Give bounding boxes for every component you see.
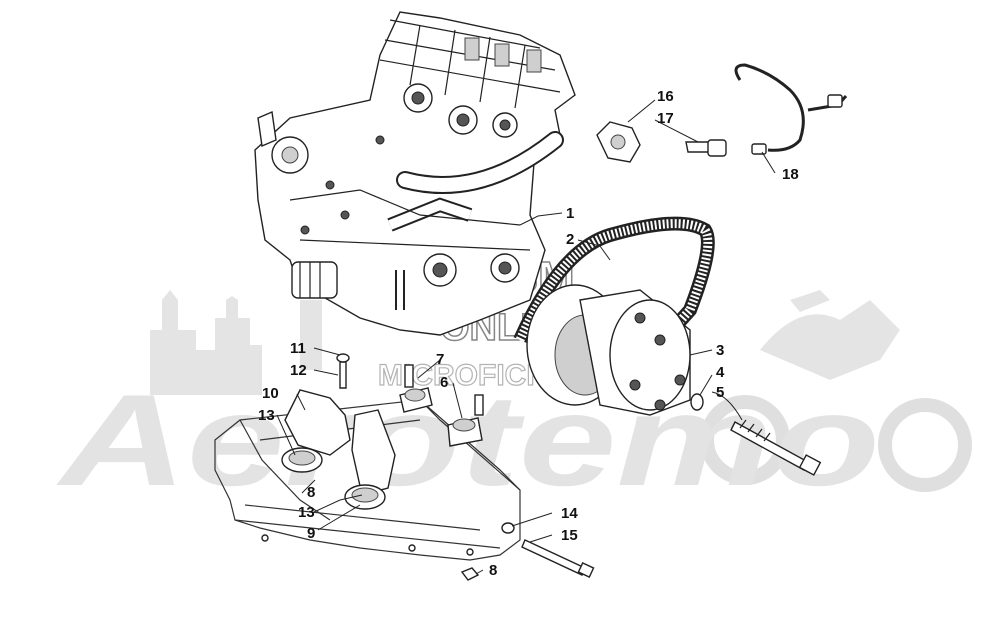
callout-13-lower[interactable]: 13 <box>298 504 315 521</box>
callout-10[interactable]: 10 <box>262 385 279 402</box>
callout-8-upper[interactable]: 8 <box>307 484 315 501</box>
chassis-frame <box>214 399 521 561</box>
callout-18[interactable]: 18 <box>782 166 799 183</box>
callout-9[interactable]: 9 <box>307 525 315 542</box>
drive-clutch-assembly <box>513 216 715 416</box>
callout-11[interactable]: 11 <box>290 340 306 357</box>
oil-filter <box>291 261 338 299</box>
callout-2[interactable]: 2 <box>566 231 574 248</box>
callout-3[interactable]: 3 <box>716 342 724 359</box>
callout-14[interactable]: 14 <box>561 505 578 522</box>
callout-1[interactable]: 1 <box>566 205 574 222</box>
leader-lines <box>276 99 776 575</box>
callout-8-lower[interactable]: 8 <box>489 562 497 579</box>
temp-sensor-assembly <box>596 63 848 163</box>
callout-15[interactable]: 15 <box>561 527 578 544</box>
clutch-bolt <box>690 393 822 476</box>
callout-16[interactable]: 16 <box>657 88 674 105</box>
engine-assembly <box>254 11 576 336</box>
callout-13-upper[interactable]: 13 <box>258 407 275 424</box>
callout-6[interactable]: 6 <box>440 374 448 391</box>
callout-12[interactable]: 12 <box>290 362 307 379</box>
watermark-skyline <box>150 290 262 395</box>
callout-4[interactable]: 4 <box>716 364 725 381</box>
callout-5[interactable]: 5 <box>716 384 724 401</box>
engine-mounts <box>281 353 595 581</box>
callout-7[interactable]: 7 <box>436 351 444 368</box>
callout-17[interactable]: 17 <box>657 110 674 127</box>
watermark-motorcycle <box>700 395 972 492</box>
callouts: 1 2 3 4 5 6 7 8 8 9 10 11 12 13 13 14 15… <box>258 88 799 579</box>
